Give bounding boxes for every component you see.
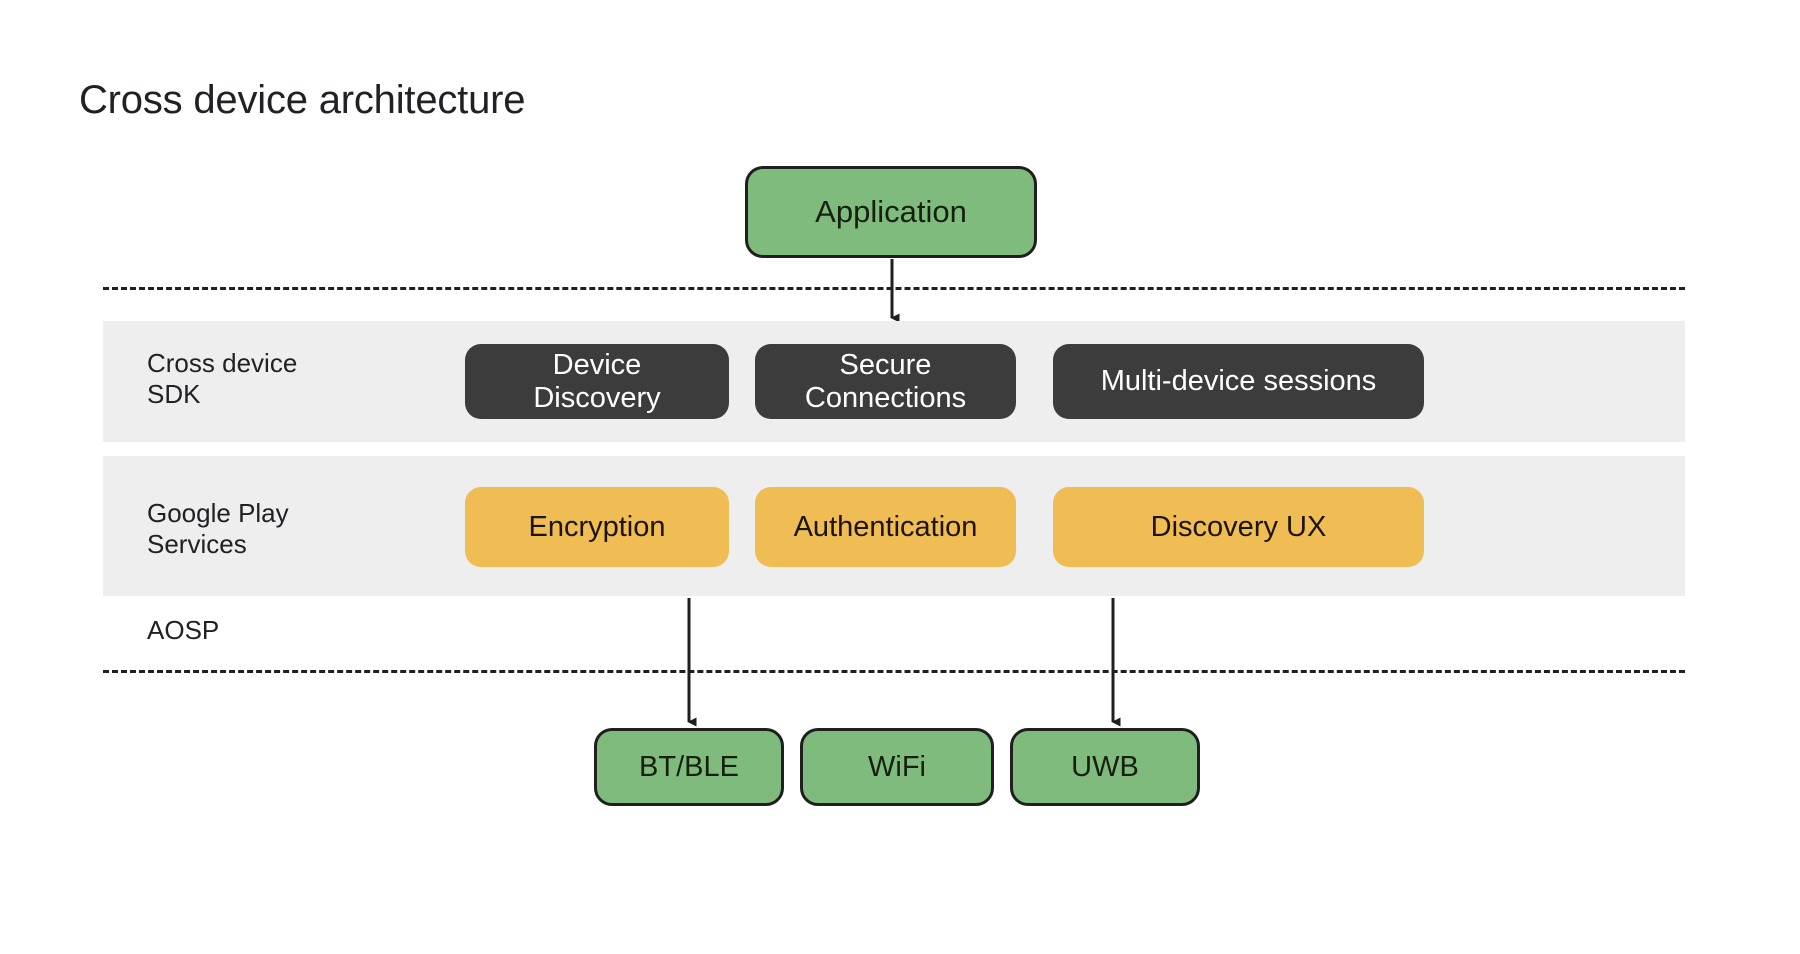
- node-bt-ble-label: BT/BLE: [639, 750, 739, 783]
- top-dashed-rule: [103, 287, 1685, 290]
- node-multi-device-sessions-label: Multi-device sessions: [1100, 365, 1377, 398]
- node-wifi[interactable]: WiFi: [800, 728, 994, 806]
- node-wifi-label: WiFi: [868, 750, 926, 783]
- node-bt-ble[interactable]: BT/BLE: [594, 728, 784, 806]
- layer-label-aosp: AOSP: [147, 615, 220, 645]
- node-authentication[interactable]: Authentication: [755, 487, 1016, 567]
- node-encryption-label: Encryption: [528, 510, 666, 543]
- node-secure-connections-label: Secure Connections: [804, 349, 967, 414]
- node-application-label: Application: [815, 193, 967, 229]
- node-discovery-ux-label: Discovery UX: [1150, 510, 1327, 543]
- node-encryption[interactable]: Encryption: [465, 487, 729, 567]
- bottom-dashed-rule: [103, 670, 1685, 673]
- node-uwb[interactable]: UWB: [1010, 728, 1200, 806]
- node-uwb-label: UWB: [1071, 750, 1139, 783]
- node-device-discovery[interactable]: Device Discovery: [465, 344, 729, 419]
- node-multi-device-sessions[interactable]: Multi-device sessions: [1053, 344, 1424, 419]
- node-device-discovery-label: Device Discovery: [533, 349, 661, 414]
- page-title: Cross device architecture: [79, 78, 526, 122]
- node-secure-connections[interactable]: Secure Connections: [755, 344, 1016, 419]
- node-application[interactable]: Application: [745, 166, 1037, 258]
- node-discovery-ux[interactable]: Discovery UX: [1053, 487, 1424, 567]
- node-authentication-label: Authentication: [793, 510, 978, 543]
- layer-label-cross-device-sdk: Cross device SDK: [147, 348, 298, 409]
- layer-label-google-play-services: Google Play Services: [147, 498, 289, 559]
